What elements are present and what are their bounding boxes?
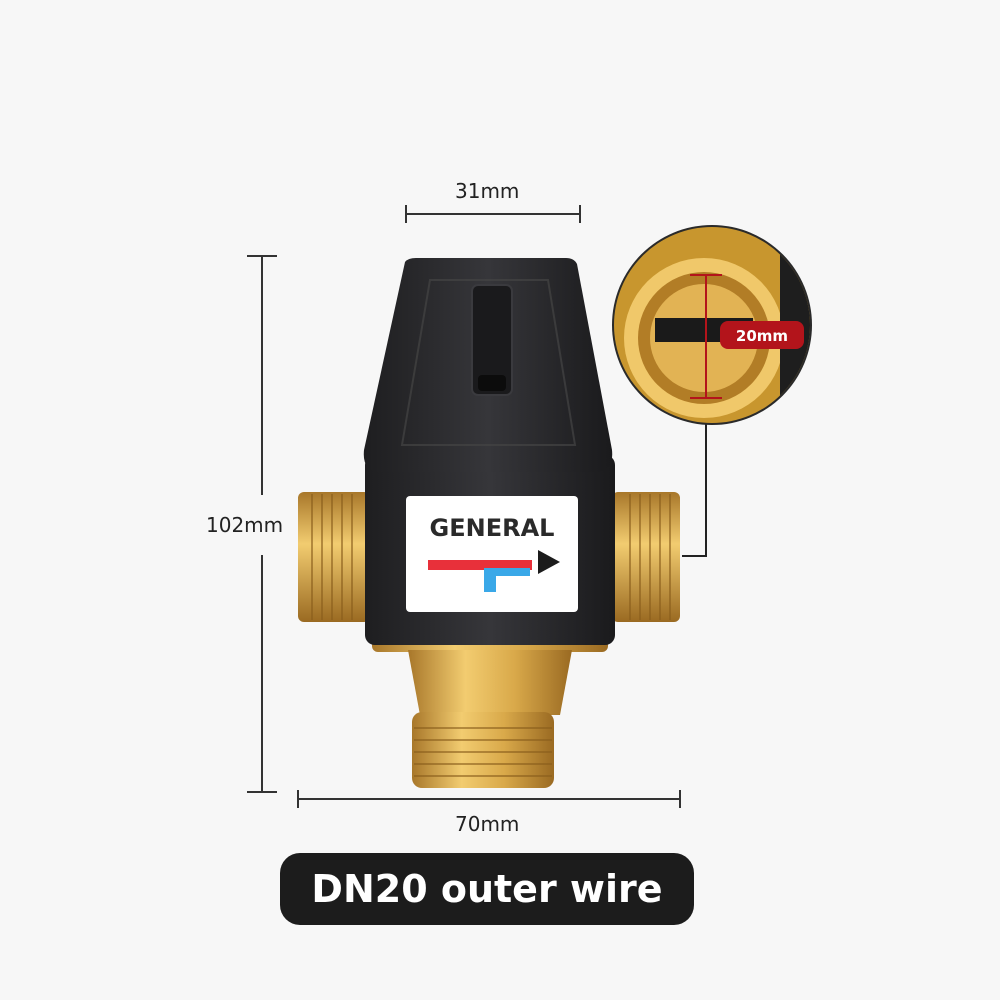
brand-label: GENERAL [406,496,578,612]
caption-banner: DN20 outer wire [280,853,694,925]
dimension-line-top [405,205,581,223]
diameter-text: 20mm [736,327,788,345]
left-threaded-port [298,492,370,622]
top-width-label: 31mm [455,179,520,203]
diameter-badge [720,321,804,349]
right-threaded-port [612,492,680,622]
height-label: 102mm [206,513,284,537]
bottom-width-label: 70mm [455,812,520,836]
port-detail-inset: 20mm [612,225,812,557]
brand-text: GENERAL [430,514,555,542]
dimension-line-bottom [297,790,681,808]
dimension-line-height [247,255,277,793]
hot-cold-arrow-icon [428,550,560,592]
caption-text: DN20 outer wire [311,867,663,911]
